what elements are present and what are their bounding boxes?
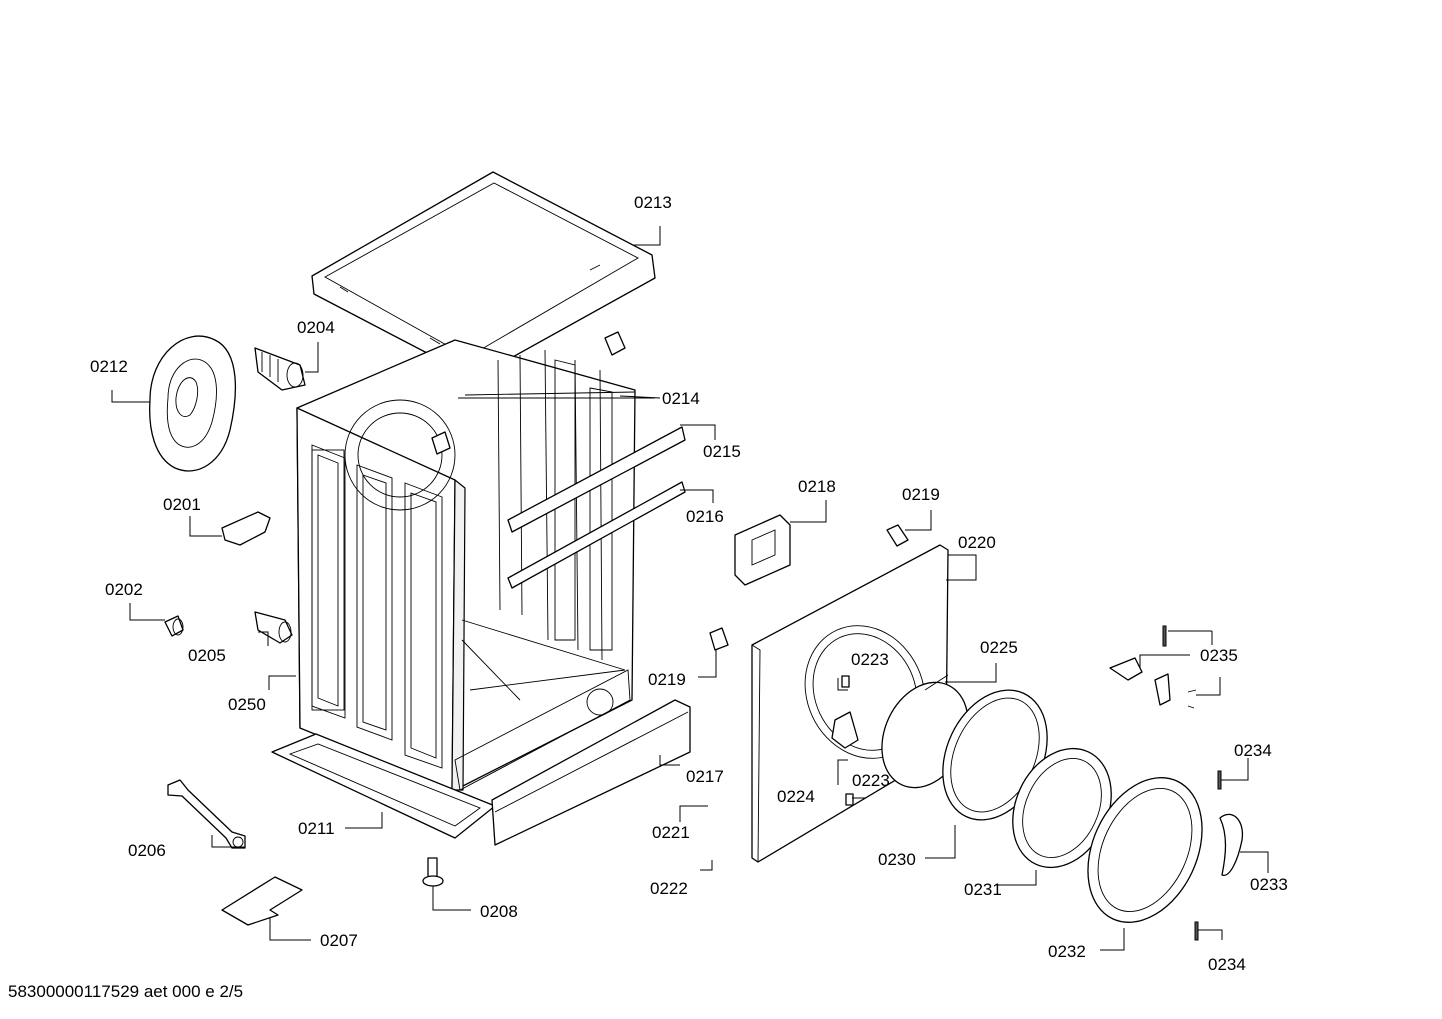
label-0216: 0216 (686, 507, 724, 526)
label-0215: 0215 (703, 442, 741, 461)
part-0232-door-outer-ring (1087, 777, 1203, 923)
part-0215-rail (507, 426, 686, 533)
part-0219-clip-a (886, 524, 909, 547)
label-0222: 0222 (650, 879, 688, 898)
label-0225: 0225 (980, 638, 1018, 657)
label-0218: 0218 (798, 477, 836, 496)
label-0208: 0208 (480, 902, 518, 921)
part-0207-bracket (221, 876, 303, 926)
part-0235-parts (1109, 625, 1197, 709)
label-0214: 0214 (662, 389, 700, 408)
label-0232: 0232 (1048, 942, 1086, 961)
part-0216-rail (507, 481, 686, 589)
label-0206: 0206 (128, 841, 166, 860)
label-0223-top: 0223 (851, 650, 889, 669)
part-0204-pump (254, 347, 306, 391)
label-0231: 0231 (964, 880, 1002, 899)
leader-lines (111, 226, 1269, 951)
label-0235: 0235 (1200, 646, 1238, 665)
label-0234-top: 0234 (1234, 741, 1272, 760)
part-0205-valve (254, 611, 293, 644)
part-0206-wrench (167, 779, 246, 849)
label-0202: 0202 (105, 580, 143, 599)
part-0218-door-lock (734, 514, 791, 586)
part-0214-clip (431, 331, 626, 455)
part-0208-foot (422, 857, 444, 887)
label-0219-left: 0219 (648, 670, 686, 689)
part-0213-top-cover (311, 171, 656, 379)
part-0201-clamp (221, 511, 271, 546)
part-0223-a (841, 675, 850, 688)
label-0230: 0230 (878, 850, 916, 869)
label-0213: 0213 (634, 193, 672, 212)
part-0234-pin-a (1217, 770, 1222, 790)
label-0223-bottom: 0223 (852, 771, 890, 790)
label-0224: 0224 (777, 787, 815, 806)
label-0219-top: 0219 (902, 485, 940, 504)
label-0205: 0205 (188, 646, 226, 665)
label-0220: 0220 (958, 533, 996, 552)
label-0250: 0250 (228, 695, 266, 714)
part-0233-handle (1219, 813, 1244, 876)
diagram-footer-code: 58300000117529 aet 000 e 2/5 (8, 982, 243, 1001)
part-0219-clip-b (709, 627, 729, 651)
label-0221: 0221 (652, 823, 690, 842)
label-0212: 0212 (90, 357, 128, 376)
label-0217: 0217 (686, 767, 724, 786)
part-0217-plinth (454, 669, 691, 846)
part-0250-cabinet (296, 339, 636, 791)
label-0234-bottom: 0234 (1208, 955, 1246, 974)
part-0224-hinge (831, 711, 859, 749)
part-0212-rear-panel (149, 335, 236, 472)
part-0234-pin-b (1194, 921, 1199, 941)
label-0204: 0204 (297, 318, 335, 337)
label-0207: 0207 (320, 931, 358, 950)
part-0202-knob (164, 615, 184, 637)
part-0223-b (845, 793, 854, 806)
label-0233: 0233 (1250, 875, 1288, 894)
label-0201: 0201 (163, 495, 201, 514)
label-0211: 0211 (298, 819, 335, 838)
part-labels: 0212 0204 0213 0214 0215 0216 0201 0202 … (90, 193, 1288, 974)
